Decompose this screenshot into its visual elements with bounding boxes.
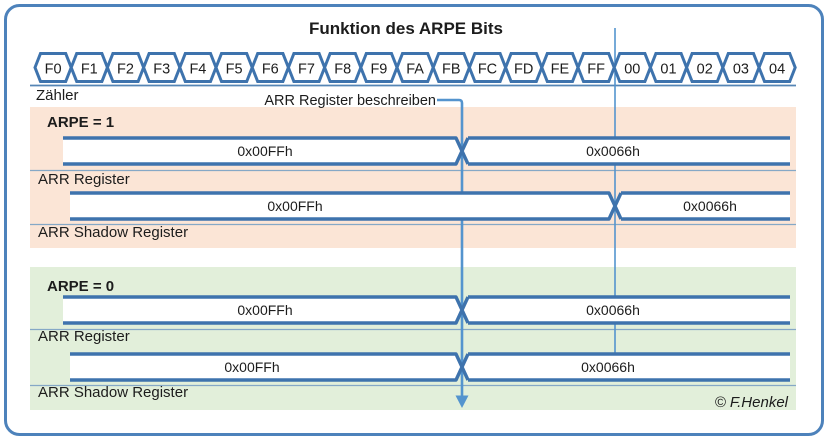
row-label-arr-register: ARR Register	[38, 171, 130, 188]
counter-value: FD	[514, 62, 533, 78]
counter-value: FF	[587, 62, 605, 78]
register-buses	[63, 136, 790, 382]
counter-value: F0	[45, 62, 62, 78]
credit-text: © F.Henkel	[715, 394, 789, 411]
counter-value: F2	[117, 62, 134, 78]
counter-value: 00	[624, 62, 640, 78]
counter-bus: F0 F1 F2 F3 F4 F5 F6 F7 F8 F9 FA FB FC FD FE FF 00 01 02 03…	[33, 52, 797, 83]
bus-segment-fill	[63, 138, 790, 164]
row-label-arr-shadow-register: ARR Shadow Register	[38, 384, 188, 401]
section-arpe0-title: ARPE = 0	[47, 278, 114, 295]
page-title: Funktion des ARPE Bits	[309, 19, 503, 38]
counter-value: 03	[733, 62, 749, 78]
section-arpe1-title: ARPE = 1	[47, 114, 114, 131]
bus-segment-outline	[70, 191, 790, 221]
counter-value: 01	[660, 62, 676, 78]
bus-value: 0x00FFh	[237, 143, 292, 159]
bus-value: 0x00FFh	[224, 359, 279, 375]
arrow-down-icon	[455, 395, 469, 408]
counter-value: FC	[478, 62, 497, 78]
bus-value: 0x0066h	[586, 143, 640, 159]
bus-segment-outline	[63, 136, 790, 166]
counter-value: F9	[370, 62, 387, 78]
counter-value: F1	[81, 62, 98, 78]
counter-value: F5	[226, 62, 243, 78]
arpe0-section-bg	[30, 267, 796, 410]
bus-segment-outline	[70, 352, 790, 382]
bus-value: 0x0066h	[586, 302, 640, 318]
counter-value: F7	[298, 62, 315, 78]
bus-value: 0x00FFh	[237, 302, 292, 318]
counter-value: F6	[262, 62, 279, 78]
counter-value: FE	[551, 62, 570, 78]
counter-value: F8	[334, 62, 351, 78]
arr-write-annotation: ARR Register beschreiben	[264, 93, 436, 109]
bus-value: 0x00FFh	[267, 198, 322, 214]
bus-segment-fill	[70, 193, 790, 219]
counter-label: Zähler	[36, 87, 79, 104]
counter-value: F3	[153, 62, 170, 78]
bus-segment-outline	[63, 295, 790, 325]
diagram-frame	[4, 4, 824, 436]
arr-write-marker-line	[437, 98, 464, 397]
row-label-arr-shadow-register: ARR Shadow Register	[38, 224, 188, 241]
counter-value: 04	[769, 62, 785, 78]
bus-segment-fill	[63, 297, 790, 323]
counter-value: FA	[406, 62, 424, 78]
counter-cell	[757, 52, 797, 83]
bus-value: 0x0066h	[581, 359, 635, 375]
counter-value: F4	[189, 62, 206, 78]
counter-value: 02	[697, 62, 713, 78]
counter-value: FB	[442, 62, 461, 78]
row-label-arr-register: ARR Register	[38, 328, 130, 345]
bus-segment-fill	[70, 354, 790, 380]
bus-value: 0x0066h	[683, 198, 737, 214]
